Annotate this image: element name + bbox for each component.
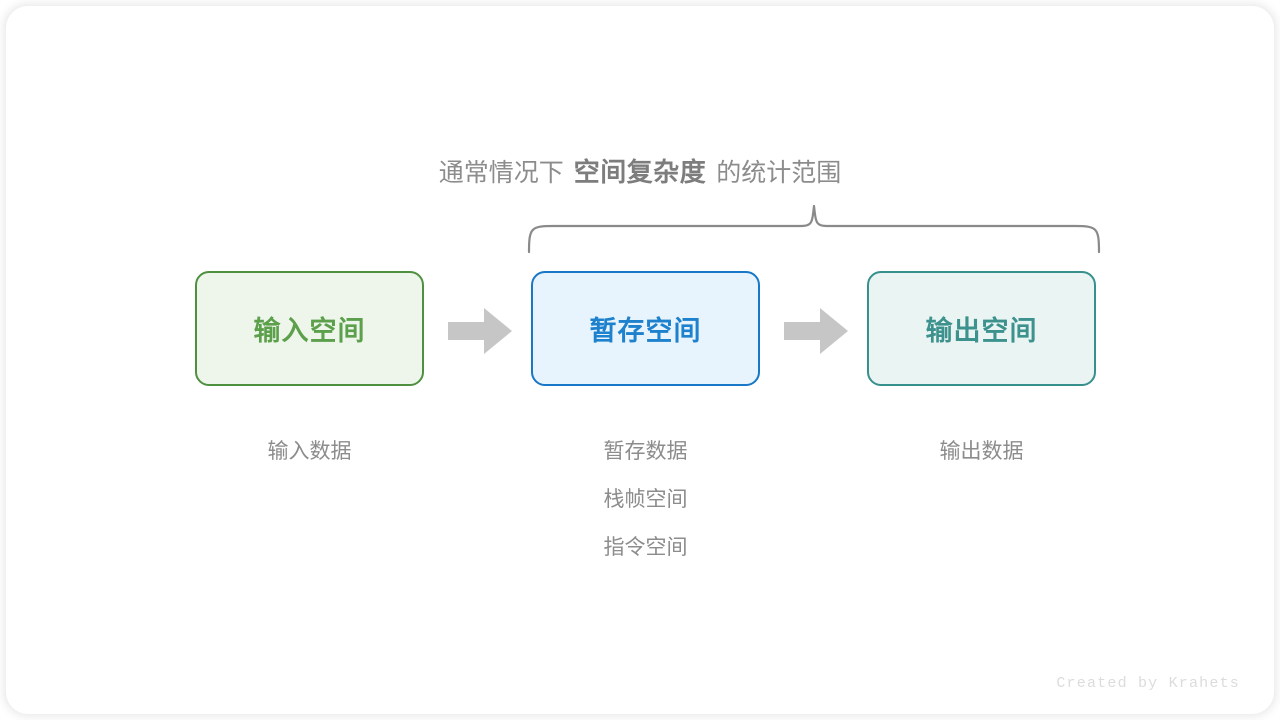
caption-input-line-1: 输入数据 — [267, 440, 352, 463]
caption-temp-line-3: 指令空间 — [603, 536, 688, 559]
box-temp-space-label: 暂存空间 — [589, 316, 702, 346]
title-suffix: 的统计范围 — [716, 159, 842, 187]
title-prefix: 通常情况下 — [438, 159, 564, 187]
caption-output-line-1: 输出数据 — [939, 440, 1024, 463]
arrow-right-icon-1 — [448, 308, 512, 354]
diagram-card: 通常情况下空间复杂度的统计范围 输入空间 暂存空间 输出空间 输入数据 暂存数据… — [6, 6, 1274, 714]
caption-output-space: 输出数据 — [867, 428, 1096, 476]
arrow-right-icon-2 — [784, 308, 848, 354]
box-input-space[interactable]: 输入空间 — [195, 271, 424, 386]
caption-temp-space: 暂存数据 栈帧空间 指令空间 — [531, 428, 760, 572]
title-emphasis: 空间复杂度 — [573, 157, 707, 187]
diagram-title: 通常情况下空间复杂度的统计范围 — [6, 155, 1274, 190]
box-input-space-label: 输入空间 — [253, 316, 366, 346]
curly-brace-icon — [527, 204, 1101, 254]
watermark-credit: Created by Krahets — [1056, 675, 1240, 692]
box-output-space[interactable]: 输出空间 — [867, 271, 1096, 386]
caption-input-space: 输入数据 — [195, 428, 424, 476]
box-output-space-label: 输出空间 — [925, 316, 1038, 346]
caption-temp-line-2: 栈帧空间 — [603, 488, 688, 511]
box-temp-space[interactable]: 暂存空间 — [531, 271, 760, 386]
caption-temp-line-1: 暂存数据 — [603, 440, 688, 463]
